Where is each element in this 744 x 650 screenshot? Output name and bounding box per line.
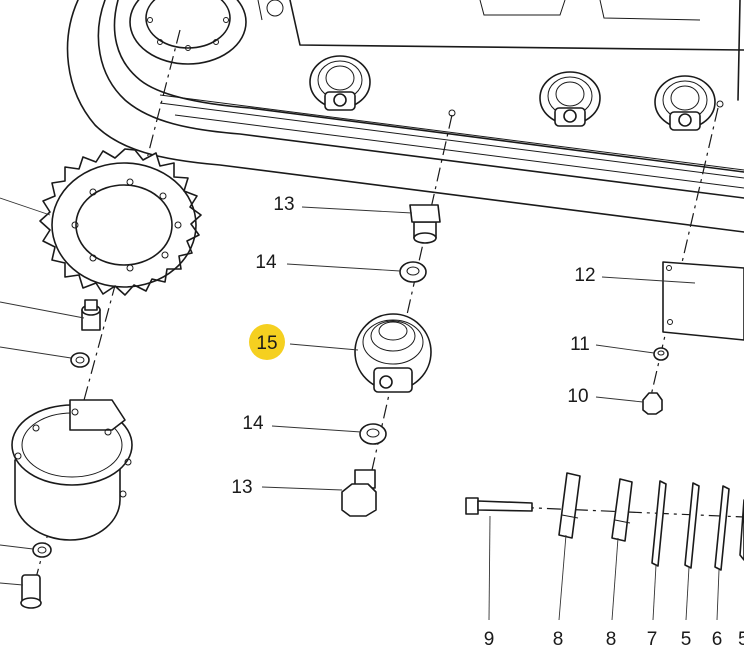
shim-7 bbox=[651, 480, 667, 567]
bolt-13-lower bbox=[341, 469, 377, 517]
track-frame bbox=[66, 0, 744, 233]
callout-6: 6 bbox=[712, 629, 723, 650]
shim-6 bbox=[714, 485, 730, 571]
callout-labels: 13 14 15 14 13 12 11 10 9 8 8 7 5 6 5 bbox=[231, 194, 744, 650]
washer-14-lower bbox=[359, 423, 387, 445]
callout-11: 11 bbox=[570, 334, 590, 355]
bolt-13-upper bbox=[409, 204, 441, 244]
washer-11 bbox=[653, 347, 669, 361]
callout-7: 7 bbox=[647, 629, 658, 650]
plate-12 bbox=[662, 261, 744, 341]
shim-5-a bbox=[684, 482, 700, 569]
callout-12: 12 bbox=[574, 265, 595, 286]
frame-roller-3 bbox=[654, 75, 716, 131]
left-hardware bbox=[20, 299, 101, 609]
callout-8-a: 8 bbox=[553, 629, 564, 650]
callout-14-upper: 14 bbox=[255, 252, 277, 273]
frame-roller-1 bbox=[309, 55, 371, 111]
callout-14-lower: 14 bbox=[242, 413, 264, 434]
shim-5-b bbox=[739, 499, 744, 561]
callout-15: 15 bbox=[256, 333, 277, 354]
pin-9 bbox=[465, 497, 533, 515]
callout-13-upper: 13 bbox=[273, 194, 294, 215]
callout-15-highlight bbox=[249, 324, 285, 360]
sprocket bbox=[39, 148, 202, 296]
link-8-b bbox=[611, 478, 633, 542]
callout-13-lower: 13 bbox=[231, 477, 252, 498]
link-8-a bbox=[558, 472, 581, 539]
callout-10: 10 bbox=[567, 386, 588, 407]
drive-motor bbox=[11, 399, 133, 541]
washer-14-upper bbox=[399, 261, 427, 283]
bolt-10 bbox=[642, 392, 663, 415]
callout-8-b: 8 bbox=[606, 629, 617, 650]
carrier-roller-15 bbox=[354, 313, 432, 393]
callout-9: 9 bbox=[484, 629, 495, 650]
leader-lines bbox=[0, 197, 720, 621]
callout-5-a: 5 bbox=[681, 629, 692, 650]
frame-roller-2 bbox=[539, 71, 601, 127]
callout-5-b: 5 bbox=[738, 629, 744, 650]
